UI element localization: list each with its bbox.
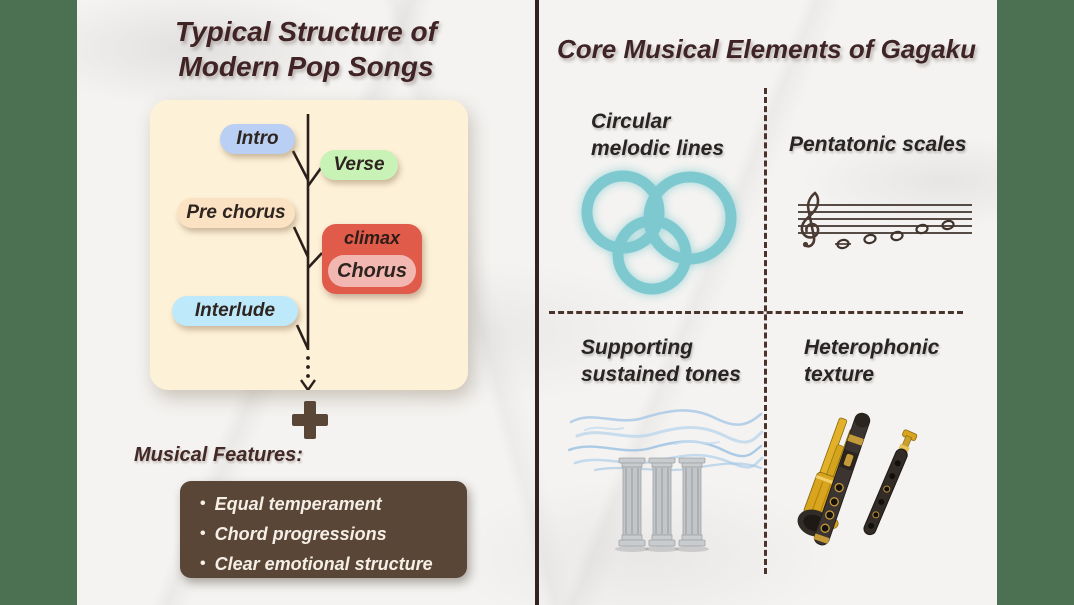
pre-chorus-node: Pre chorus — [177, 198, 295, 228]
pop-songs-title: Typical Structure of Modern Pop Songs — [77, 14, 535, 84]
chorus-node: Chorus — [328, 255, 416, 287]
features-heading: Musical Features: — [134, 444, 303, 466]
intro-node: Intro — [220, 124, 295, 154]
pop-songs-title-line2: Modern Pop Songs — [178, 51, 434, 82]
feature-text: Clear emotional structure — [214, 553, 433, 574]
supporting-sustained-tones-label: Supporting sustained tones — [581, 334, 741, 388]
bullet-icon: • — [200, 495, 206, 512]
plus-icon — [292, 401, 328, 439]
label-line: melodic lines — [591, 137, 725, 160]
green-side-bar-right — [997, 0, 1074, 605]
climax-node: climax Chorus — [322, 224, 422, 294]
song-structure-card: Intro Verse Pre chorus climax Chorus Int… — [150, 100, 468, 390]
label-line: sustained tones — [581, 363, 741, 386]
feature-text: Equal temperament — [214, 493, 382, 514]
gagaku-title: Core Musical Elements of Gagaku — [556, 34, 976, 64]
feature-text: Chord progressions — [214, 523, 387, 544]
green-side-bar-left — [0, 0, 77, 605]
label-line: texture — [804, 363, 875, 386]
pillars-wind-icon — [567, 409, 764, 552]
dashed-vertical-divider — [764, 88, 767, 574]
circular-melodic-lines-label: Circular melodic lines — [591, 108, 724, 162]
feature-item: • Equal temperament — [200, 489, 467, 519]
bullet-icon: • — [200, 555, 206, 572]
label-line: Pentatonic scales — [789, 133, 967, 156]
bullet-icon: • — [200, 525, 206, 542]
music-staff-icon — [798, 191, 972, 250]
label-line: Heterophonic — [804, 336, 940, 359]
climax-label: climax — [343, 228, 401, 248]
pop-songs-title-line1: Typical Structure of — [175, 16, 437, 47]
verse-node: Verse — [320, 150, 398, 180]
features-box: • Equal temperament • Chord progressions… — [180, 481, 467, 578]
overlapping-circles-icon — [581, 170, 737, 295]
feature-item: • Clear emotional structure — [200, 549, 467, 579]
feature-item: • Chord progressions — [200, 519, 467, 549]
label-line: Supporting — [581, 336, 693, 359]
dashed-horizontal-divider — [549, 311, 963, 314]
gagaku-instruments-icon — [797, 412, 918, 546]
label-line: Circular — [591, 110, 671, 133]
heterophonic-texture-label: Heterophonic texture — [804, 334, 939, 388]
interlude-node: Interlude — [172, 296, 298, 326]
flowchart-timeline-icon — [291, 114, 323, 390]
pentatonic-scales-label: Pentatonic scales — [789, 131, 966, 158]
panel-divider-line — [535, 0, 539, 605]
